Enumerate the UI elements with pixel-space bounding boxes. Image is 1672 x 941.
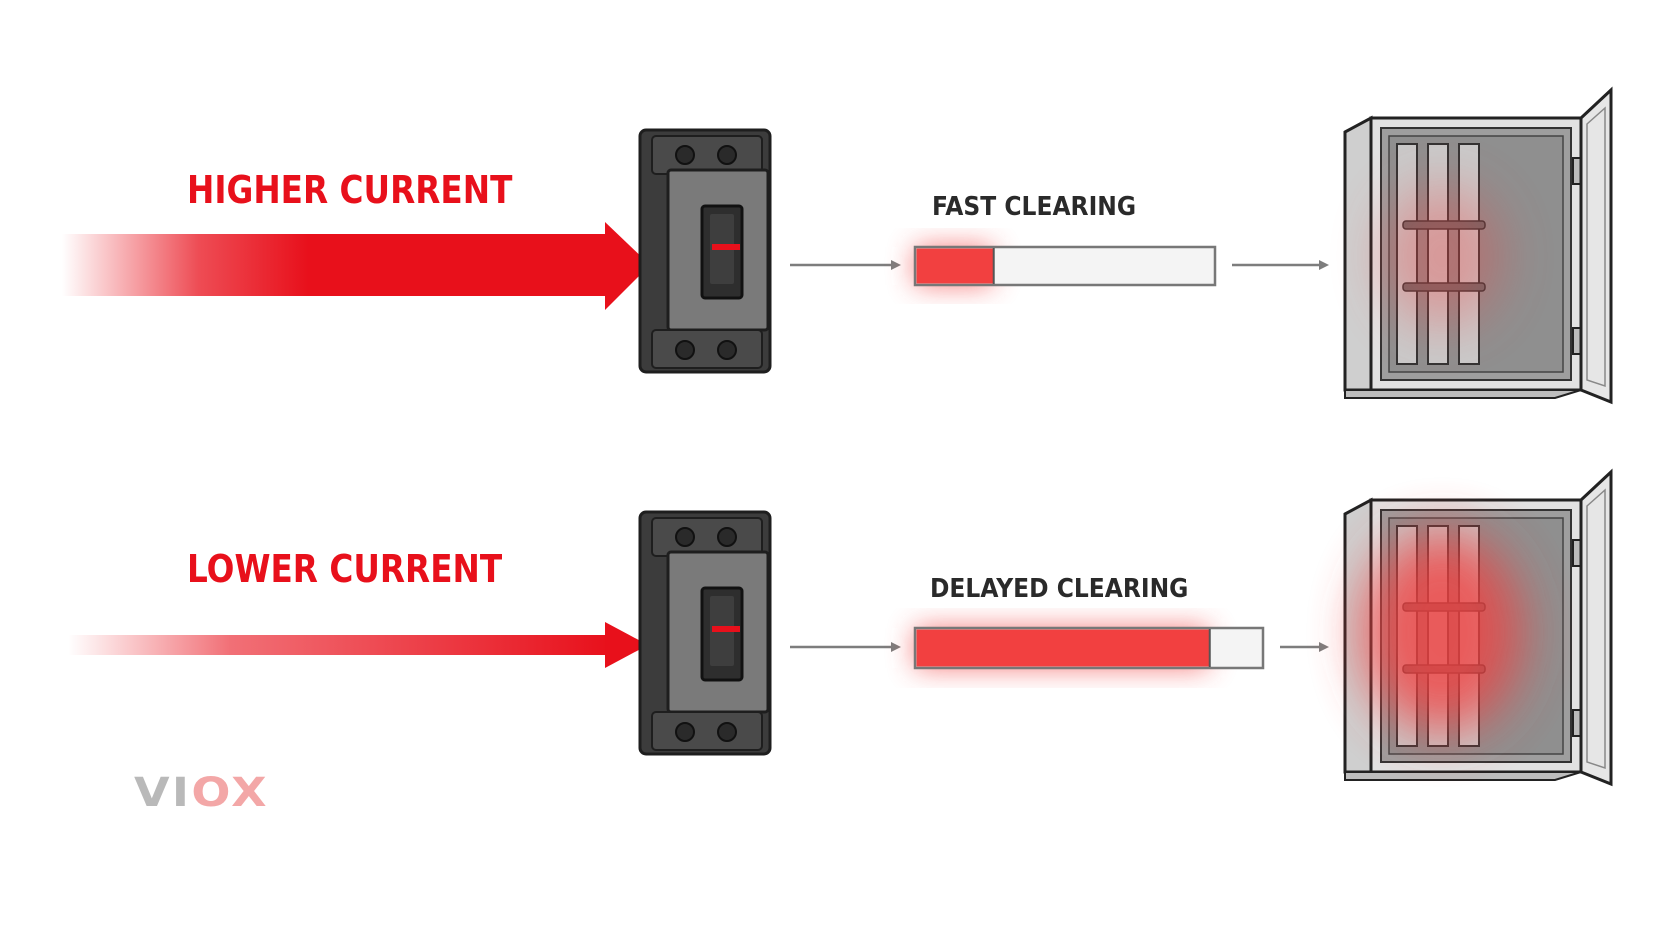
row-higher-current [62, 86, 1613, 405]
delayed-clearing-label: DELAYED CLEARING [930, 574, 1189, 604]
circuit-breaker-icon [638, 510, 772, 756]
clearing-progress-bar [913, 626, 1265, 670]
higher-current-label: HIGHER CURRENT [187, 168, 513, 212]
lower-current-label: LOWER CURRENT [187, 547, 503, 591]
current-arrow-thick [62, 222, 650, 310]
electrical-panel-icon [1343, 468, 1613, 787]
current-arrow-thin [68, 622, 648, 668]
logo-part-2: OX [191, 770, 269, 816]
viox-logo: VIOX [134, 770, 269, 816]
circuit-breaker-icon [638, 128, 772, 374]
row-lower-current [68, 468, 1613, 787]
logo-part-1: VI [134, 770, 192, 816]
fast-clearing-label: FAST CLEARING [932, 192, 1137, 222]
electrical-panel-icon [1343, 86, 1613, 405]
clearing-progress-bar [913, 245, 1217, 287]
